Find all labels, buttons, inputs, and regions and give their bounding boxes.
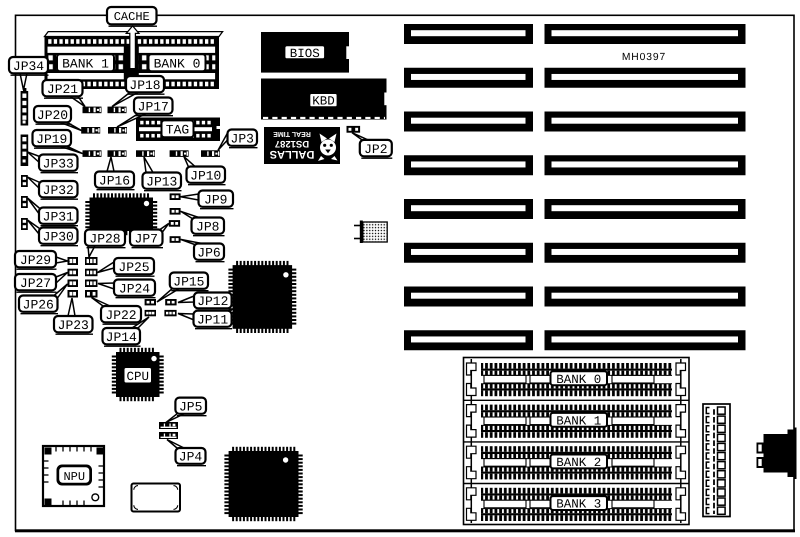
svg-text:NPU: NPU [63,470,85,484]
svg-text:JP6: JP6 [197,245,220,260]
svg-text:JP7: JP7 [135,231,158,246]
svg-text:JP13: JP13 [146,174,177,189]
svg-text:REAL TIME: REAL TIME [273,130,311,137]
svg-text:JP27: JP27 [20,276,51,291]
svg-text:JP32: JP32 [43,183,74,198]
svg-text:BANK 0: BANK 0 [556,373,601,387]
svg-text:JP33: JP33 [43,156,74,171]
svg-text:JP31: JP31 [43,209,74,224]
svg-text:BANK 1: BANK 1 [556,414,601,428]
svg-text:JP30: JP30 [43,229,74,244]
svg-text:DALLAS: DALLAS [270,148,315,160]
svg-text:JP12: JP12 [197,294,228,309]
svg-text:JP11: JP11 [197,312,228,327]
svg-text:KBD: KBD [312,95,335,109]
svg-text:JP17: JP17 [138,99,169,114]
svg-text:JP29: JP29 [20,253,51,268]
svg-text:JP18: JP18 [129,78,160,93]
svg-text:JP34: JP34 [13,59,44,74]
svg-text:JP23: JP23 [58,318,89,333]
svg-text:JP10: JP10 [190,168,221,183]
svg-text:JP14: JP14 [106,330,137,345]
svg-text:JP25: JP25 [118,260,149,275]
svg-text:JP20: JP20 [37,108,68,123]
svg-text:TAG: TAG [166,123,189,138]
svg-text:BANK 0: BANK 0 [154,56,201,71]
svg-text:JP21: JP21 [47,82,78,97]
svg-text:JP5: JP5 [179,399,202,414]
svg-text:JP24: JP24 [119,281,150,296]
svg-text:JP8: JP8 [196,219,219,234]
svg-text:JP2: JP2 [364,142,387,157]
svg-text:BANK 1: BANK 1 [62,56,109,71]
svg-text:DS1287: DS1287 [275,138,309,149]
svg-text:CPU: CPU [126,370,149,384]
svg-text:MH0397: MH0397 [622,52,666,63]
svg-text:JP4: JP4 [179,450,203,465]
svg-text:BANK 2: BANK 2 [556,456,601,470]
svg-text:JP9: JP9 [204,192,227,207]
svg-text:BANK 3: BANK 3 [556,498,601,512]
svg-text:JP3: JP3 [231,131,254,146]
svg-text:JP19: JP19 [36,132,67,147]
svg-text:CACHE: CACHE [114,10,150,24]
svg-text:JP22: JP22 [105,308,136,323]
svg-text:JP16: JP16 [99,173,130,188]
svg-text:JP28: JP28 [89,231,120,246]
svg-text:JP26: JP26 [23,297,54,312]
svg-text:BIOS: BIOS [290,47,320,61]
svg-text:JP15: JP15 [173,274,204,289]
